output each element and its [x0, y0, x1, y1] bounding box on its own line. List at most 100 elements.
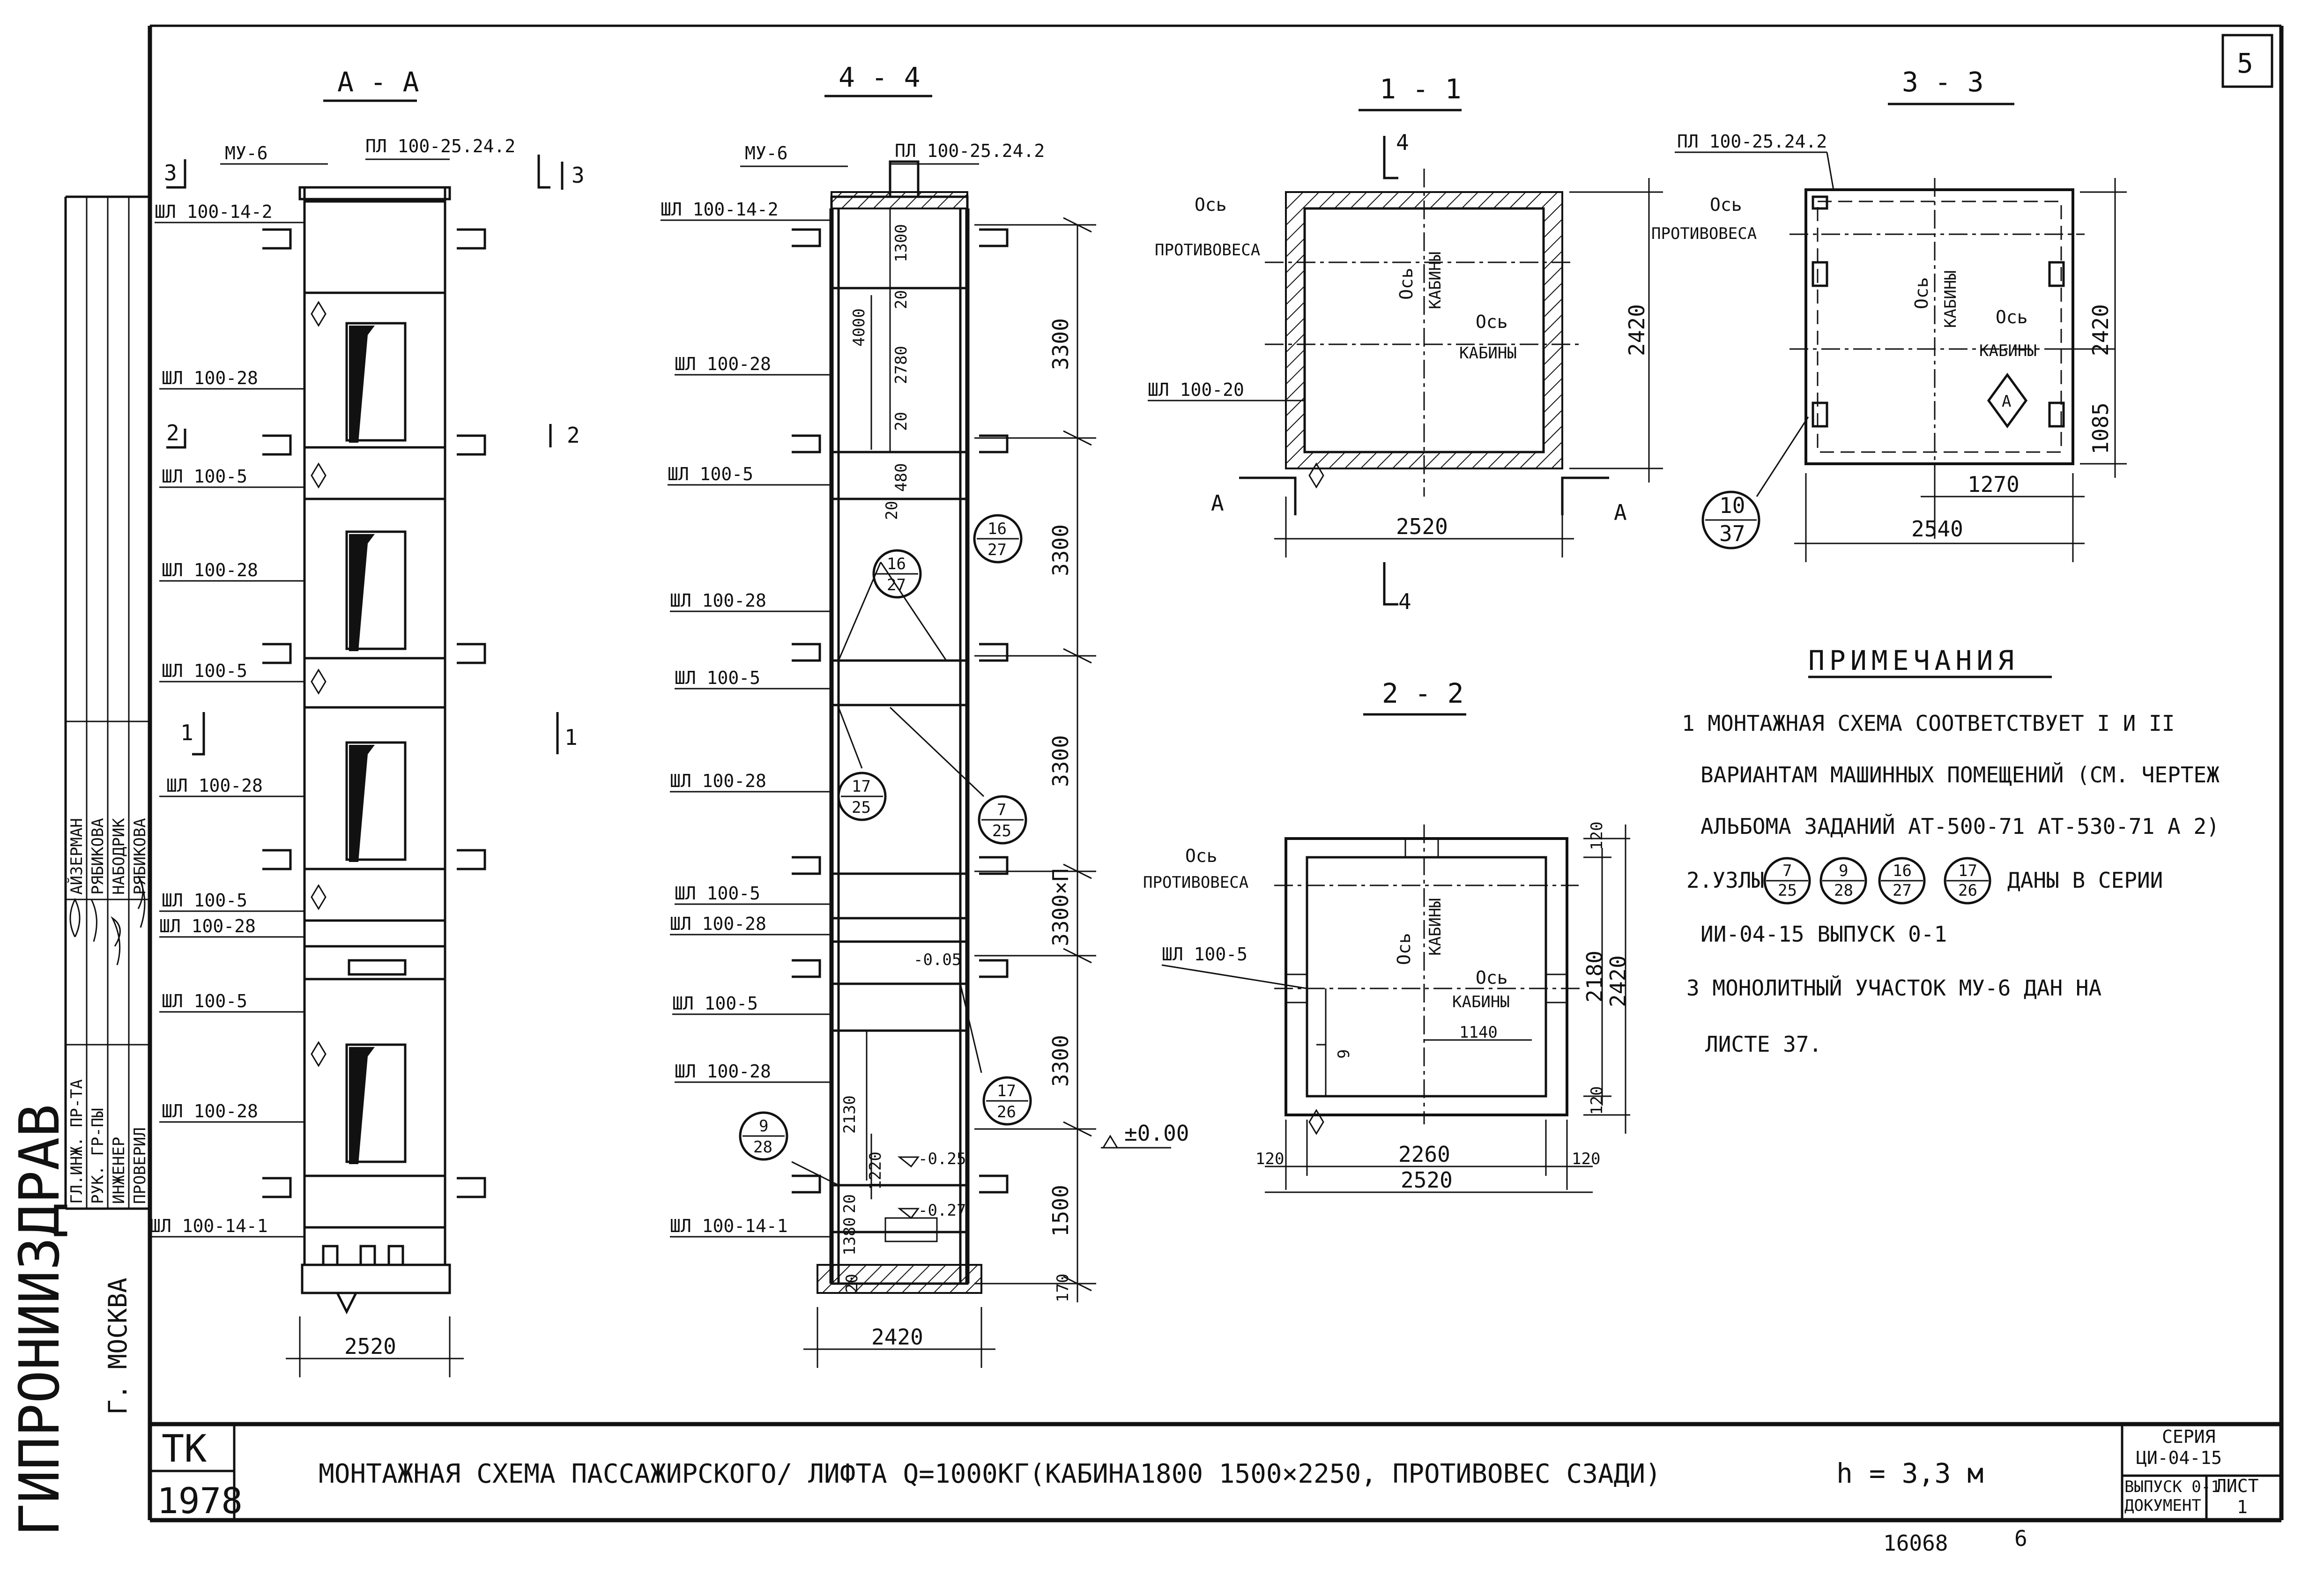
aa-label-8: ШЛ 100-28 [159, 916, 256, 936]
name-1: АЙЗЕРМАН [67, 818, 86, 895]
notes-title: ПРИМЕЧАНИЯ [1808, 645, 2019, 676]
aa-mu6-label: МУ-6 [225, 143, 268, 163]
aa-mark-3-left: 3 [164, 160, 177, 186]
level-minus005: -0.05 [913, 951, 961, 969]
s44-dim-20d: 20 [840, 1194, 859, 1213]
series-value: ЦИ-04-15 [2136, 1448, 2222, 1468]
s33-axis-cw-sub: ПРОТИВОВЕСА [1651, 224, 1757, 243]
s44-label-7: ШЛ 100-5 [675, 883, 760, 904]
s22-dim-2520: 2520 [1401, 1167, 1453, 1193]
s44-label-2: ШЛ 100-28 [675, 354, 771, 374]
notes-line-7: ЛИСТЕ 37. [1705, 1032, 1822, 1057]
s44-node5-den: 26 [997, 1103, 1016, 1122]
s44-dim-1300: 1300 [892, 224, 911, 262]
s44-floor-dim-7: 170 [1054, 1274, 1072, 1302]
stamp-code: 16068 [1883, 1530, 1948, 1556]
aa-mark-2-right: 2 [567, 423, 580, 448]
s33-dim-h: 2420 [2088, 304, 2113, 356]
section-22-title: 2 - 2 [1382, 677, 1464, 709]
signature-marks [69, 876, 146, 966]
s33-node: 10 37 [1701, 490, 1760, 550]
s44-floor-dim-1: 3300 [1048, 318, 1073, 370]
s44-floor-dim-4: 3300×П [1048, 869, 1073, 946]
aa-mark-1-right: 1 [564, 725, 578, 750]
s44-dim-20a: 20 [892, 290, 911, 309]
aa-shaft [298, 186, 451, 1315]
aa-pl-label: ПЛ 100-25.24.2 [365, 136, 515, 156]
org-tk: ТК [162, 1427, 207, 1471]
aa-mark-2-left: 2 [166, 420, 179, 446]
s22-axis-cw-sub: ПРОТИВОВЕСА [1143, 873, 1248, 892]
aa-mark-1-left: 1 [180, 720, 193, 745]
s11-panel: ШЛ 100-20 [1148, 379, 1244, 400]
s11-cut-a-left: А [1211, 490, 1224, 516]
s44-label-5: ШЛ 100-5 [675, 668, 760, 688]
name-3: НАБОДРИК [110, 818, 128, 895]
s44-dim-1380: 1380 [840, 1217, 859, 1255]
aa-label-9: ШЛ 100-5 [162, 991, 247, 1011]
notes-node2-den: 28 [1834, 881, 1853, 900]
aa-diamond-marks [311, 301, 327, 1067]
s33-axis-v: Ось [1911, 277, 1932, 309]
s33-axis-v-sub: КАБИНЫ [1941, 270, 1960, 328]
s44-left-labels: ШЛ 100-14-2 ШЛ 100-28 ШЛ 100-5 ШЛ 100-28… [661, 199, 832, 1238]
s44-node6-den: 28 [753, 1138, 772, 1157]
s44-dim-2130: 2130 [840, 1095, 859, 1134]
notes: ПРИМЕЧАНИЯ 1 МОНТАЖНАЯ СХЕМА СООТВЕТСТВУ… [1682, 645, 2220, 1057]
s44-floor-dim-2: 3300 [1048, 524, 1073, 576]
s22-plan [1265, 824, 1630, 1193]
issue-sub: ДОКУМЕНТ [2124, 1496, 2201, 1515]
s44-mu6-label: МУ-6 [745, 143, 788, 163]
s11-axis-cw: Ось [1195, 194, 1227, 215]
s44-node1-num: 16 [988, 520, 1007, 538]
s44-node5-num: 17 [997, 1082, 1016, 1100]
role-2: РУК. ГР-ПЫ [89, 1108, 107, 1204]
notes-node1-num: 7 [1782, 862, 1792, 880]
drawing-title: МОНТАЖНАЯ СХЕМА ПАССАЖИРСКОГО/ ЛИФТА Q=1… [319, 1459, 1661, 1489]
s11-axis-cab: Ось [1476, 312, 1508, 332]
s44-label-11: ШЛ 100-14-1 [670, 1216, 788, 1236]
sheet-value: 1 [2237, 1497, 2248, 1517]
s22-dim-2260: 2260 [1398, 1142, 1450, 1167]
s33-dim-h2: 1085 [2088, 402, 2113, 454]
s22-axis-cw: Ось [1185, 846, 1218, 866]
s11-axis-v-sub: КАБИНЫ [1426, 252, 1445, 309]
sheet-number: 5 [2237, 47, 2253, 79]
aa-door-openings [345, 322, 407, 1164]
s22-axis-cab-sub: КАБИНЫ [1452, 993, 1510, 1011]
s44-brackets [792, 228, 1009, 1194]
s22-dim-2180: 2180 [1582, 951, 1607, 1003]
level-minus025: -0.25 [918, 1150, 966, 1168]
s44-node2-den: 27 [887, 576, 906, 594]
s33-plan [1756, 178, 2127, 562]
level-zero: ±0.00 [1124, 1121, 1189, 1146]
s44-levels: -0.05 -0.25 -0.27 ±0.00 [897, 951, 1189, 1220]
s44-dim-480: 480 [892, 463, 911, 492]
aa-label-3: ШЛ 100-5 [162, 466, 247, 487]
s33-mark: А [2002, 392, 2011, 411]
s44-label-10: ШЛ 100-28 [675, 1061, 771, 1082]
notes-line-4b: ДАНЫ В СЕРИИ [2007, 868, 2163, 893]
s44-dim-20e: 20 [843, 1274, 861, 1293]
org-name: ГИПРОНИИЗДРАВ [7, 1104, 72, 1537]
s22-dim-120a: 120 [1588, 822, 1606, 850]
s44-node2-num: 16 [887, 555, 906, 573]
s22-dim-2420: 2420 [1605, 955, 1631, 1007]
s44-nodes: 16 27 16 27 7 25 17 25 17 26 9 28 [739, 514, 1032, 1161]
s44-dim-4000: 4000 [850, 308, 869, 347]
issue-label: ВЫПУСК 0-1 [2124, 1478, 2220, 1496]
aa-brackets [262, 228, 486, 1198]
stamp-small: 6 [2014, 1526, 2027, 1551]
s11-axis-cw-sub: ПРОТИВОВЕСА [1155, 241, 1260, 260]
s44-pl-label: ПЛ 100-25.24.2 [895, 141, 1045, 161]
s44-floor-dim-3: 3300 [1048, 735, 1073, 787]
aa-width-dimension: 2520 [286, 1316, 464, 1377]
s11-cut-4-top: 4 [1396, 130, 1409, 155]
s22-axis-v: Ось [1394, 933, 1414, 965]
s44-width-dim: 2420 [871, 1324, 923, 1350]
s22-dim-1140: 1140 [1459, 1023, 1498, 1042]
s33-axis-cab-sub: КАБИНЫ [1979, 342, 2037, 360]
s22-dim-120b: 120 [1588, 1086, 1606, 1115]
aa-label-11: ШЛ 100-14-1 [150, 1216, 268, 1236]
